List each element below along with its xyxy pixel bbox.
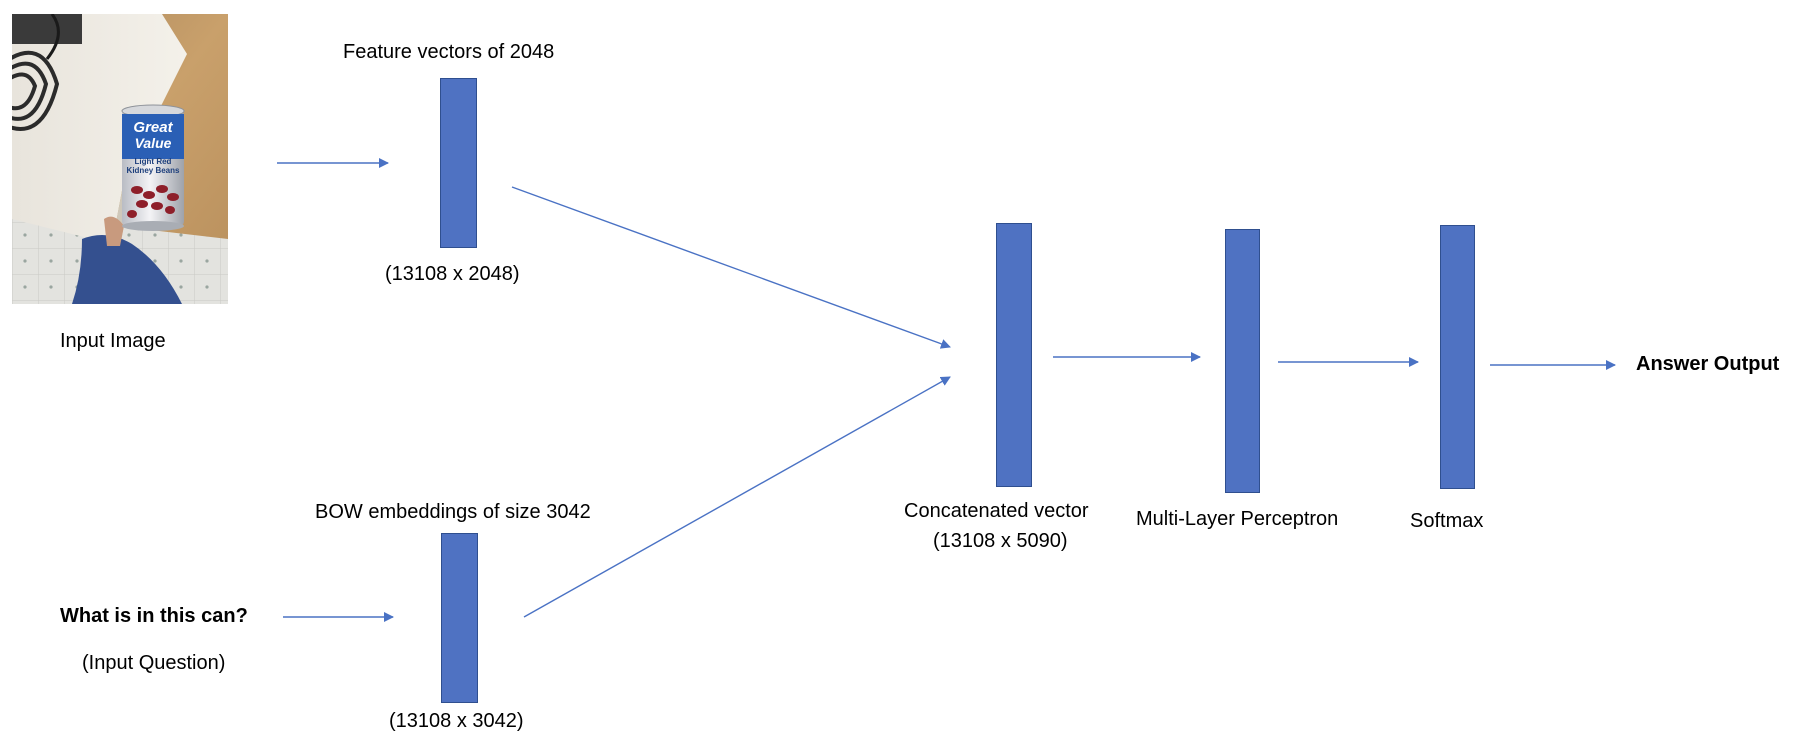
feature-block-title: Feature vectors of 2048 bbox=[343, 41, 555, 63]
concat-block-shape: (13108 x 5090) bbox=[933, 530, 1068, 552]
softmax-block bbox=[1440, 225, 1475, 489]
concatenated-vector-block bbox=[996, 223, 1032, 487]
arrow-bow-to-concat bbox=[523, 376, 951, 618]
concat-block-title: Concatenated vector bbox=[904, 500, 1089, 522]
bow-embedding-block bbox=[441, 533, 478, 703]
softmax-block-title: Softmax bbox=[1410, 510, 1484, 532]
bow-block-title: BOW embeddings of size 3042 bbox=[315, 501, 591, 523]
mlp-block-title: Multi-Layer Perceptron bbox=[1136, 508, 1339, 530]
input-image-photo: Great Value Light Red Kidney Beans bbox=[12, 14, 228, 304]
question-text: What is in this can? bbox=[60, 605, 248, 627]
can-product-line1: Light Red bbox=[135, 157, 172, 166]
arrow-features-to-concat bbox=[511, 186, 951, 349]
bow-block-shape: (13108 x 3042) bbox=[389, 710, 524, 732]
can: Great Value Light Red Kidney Beans bbox=[121, 104, 185, 231]
can-brand-line1: Great bbox=[133, 119, 173, 136]
can-brand-line2: Value bbox=[135, 135, 172, 151]
feature-vector-block bbox=[440, 78, 477, 248]
input-image: Great Value Light Red Kidney Beans bbox=[12, 14, 228, 304]
feature-block-shape: (13108 x 2048) bbox=[385, 263, 520, 285]
can-product-line2: Kidney Beans bbox=[127, 166, 180, 175]
question-caption: (Input Question) bbox=[82, 652, 226, 674]
answer-output-label: Answer Output bbox=[1636, 353, 1780, 375]
mlp-block bbox=[1225, 229, 1260, 493]
input-image-caption: Input Image bbox=[60, 330, 166, 352]
